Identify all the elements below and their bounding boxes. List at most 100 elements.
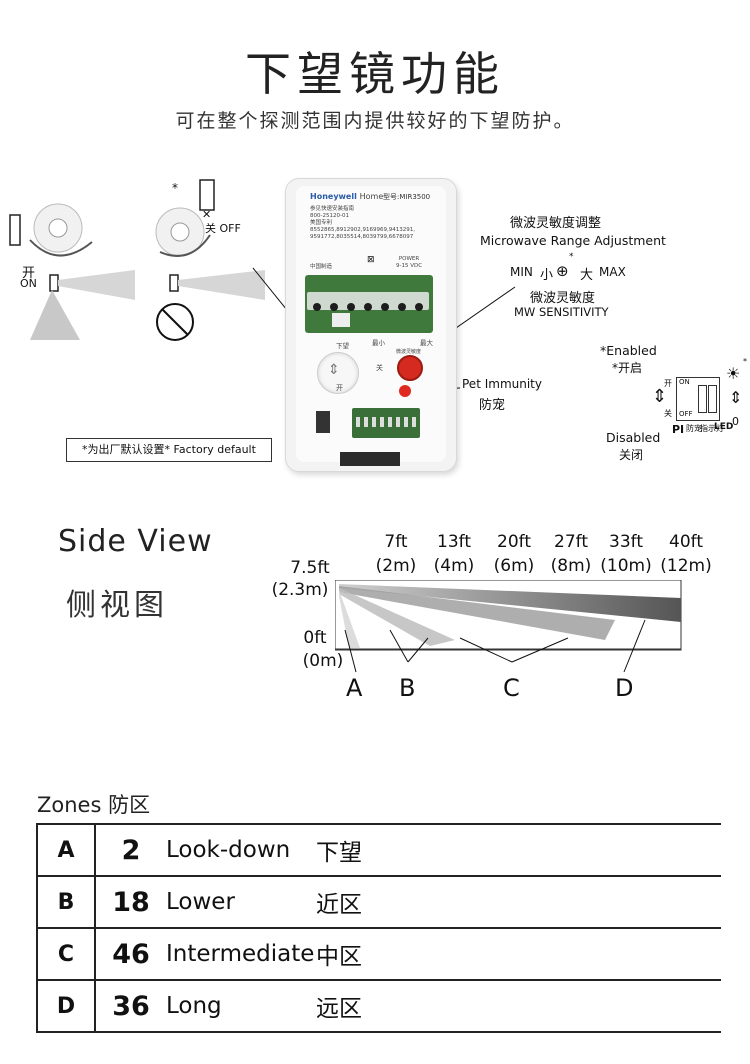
zone-name-cn: 远区: [316, 996, 362, 1022]
dip-switch-bank[interactable]: [352, 408, 420, 438]
distance-ft: 7ft: [384, 532, 408, 552]
distance-ft: 20ft: [497, 532, 531, 552]
device-min-label: 最小: [372, 339, 385, 347]
device-max-label: 最大: [420, 339, 433, 347]
lookdown-mirror-dial[interactable]: [317, 352, 359, 394]
mw-big-cn: 大: [580, 268, 594, 283]
zone-name-en: Lower: [166, 889, 235, 915]
device-mw-label: 微波灵敏度: [396, 349, 422, 355]
mw-title-en: Microwave Range Adjustment: [480, 233, 666, 248]
led-cn-label: 指示灯: [700, 424, 724, 433]
distance-ft: 33ft: [609, 532, 643, 552]
bottom-connector: [340, 452, 400, 466]
enabled-label-cn: *开启: [612, 361, 643, 375]
distance-ft: 27ft: [554, 532, 588, 552]
zone-name-en: Intermediate: [166, 941, 315, 967]
terminal-screw-icon: [415, 303, 423, 311]
zone-name-cn: 近区: [316, 892, 362, 918]
on-label-en: ON: [20, 277, 37, 290]
brand-logo: Honeywell Home: [310, 192, 384, 201]
distance-ft: 40ft: [669, 532, 703, 552]
pi-dip-switch[interactable]: [316, 411, 330, 433]
coverage-diagram: [335, 580, 682, 651]
zone-name-cn: 下望: [316, 840, 362, 866]
terminal-screw-icon: [398, 303, 406, 311]
page-title: 下望镜功能: [245, 47, 505, 101]
pi-label: PI: [672, 423, 685, 436]
factory-default-note: *为出厂默认设置* Factory default: [66, 438, 272, 462]
rotate-arrow-on-icon: [29, 239, 93, 257]
zone-letter: B: [399, 674, 416, 702]
terminal-screw-icon: [330, 303, 338, 311]
side-view-title-en: Side View: [58, 524, 213, 559]
switch-open-cn: 开: [664, 379, 672, 388]
zone-name-en: Look-down: [166, 837, 291, 863]
prohibited-icon: [156, 303, 194, 341]
terminal-screw-icon: [313, 303, 321, 311]
terminal-screw-icon: [381, 303, 389, 311]
switch-on-label: ON: [679, 378, 690, 386]
zone-letter-cell: C: [36, 927, 96, 981]
disabled-label-cn: 关闭: [619, 448, 644, 462]
mw-sens-en: MW SENSITIVITY: [514, 305, 609, 319]
led-updown-arrow-icon: ⇕: [729, 388, 743, 407]
zone-name-en: Long: [166, 993, 222, 1019]
mw-sens-cn: 微波灵敏度: [530, 291, 596, 306]
height-top-m: (2.3m): [271, 580, 329, 600]
distance-ft: 13ft: [437, 532, 471, 552]
power-label: POWER 9-15 VDC: [396, 256, 423, 269]
led-light-icon: ☀: [726, 364, 741, 383]
zone-b-beams: [339, 588, 455, 646]
terminal-screw-icon: [347, 303, 355, 311]
zones-title: Zones 防区: [37, 793, 151, 817]
device-ref-text: 参见快速安装指南 800-25120-01 美国专利 8552865,89129…: [310, 206, 415, 240]
mw-star: *: [569, 252, 574, 262]
height-bottom: 0ft: [303, 628, 327, 648]
device-on-label: 开: [336, 384, 343, 392]
svg-text:✕: ✕: [202, 208, 211, 221]
led-label: LED: [714, 422, 734, 432]
zone-count: 2: [121, 834, 141, 866]
distance-m: (6m): [493, 556, 535, 576]
side-view-title-cn: 侧视图: [66, 588, 168, 623]
device-lookdown-label: 下望: [336, 342, 349, 350]
switch-off-label: OFF: [679, 410, 693, 418]
distance-m: (4m): [433, 556, 475, 576]
mw-knob-icon: ⊕: [556, 262, 569, 280]
zone-count: 46: [112, 938, 150, 970]
qr-code-icon: [332, 313, 350, 327]
mw-min: MIN: [510, 265, 533, 279]
made-in-label: 中国制造: [310, 264, 333, 270]
pet-immunity-en: Pet Immunity: [462, 377, 542, 391]
lookdown-illustration: ✕: [9, 179, 265, 341]
device-off-label: 关: [376, 364, 383, 372]
red-led-icon: [399, 385, 411, 397]
distance-m: (2m): [375, 556, 417, 576]
table-row: B 18 Lower 近区: [36, 875, 721, 929]
pi-updown-arrow-icon: ⇕: [652, 386, 668, 407]
height-bottom-m: (0m): [302, 651, 344, 671]
mw-small-cn: 小: [540, 268, 554, 283]
table-row: C 46 Intermediate中区: [36, 927, 721, 981]
zone-name-cn: 中区: [316, 944, 362, 970]
led-switch-slot: [708, 385, 717, 413]
zone-letter-cell: B: [36, 875, 96, 929]
pi-switch-slot: [698, 385, 707, 413]
no-bin-icon: ⊠: [367, 255, 375, 265]
detector-icon-off: [199, 179, 215, 211]
model-number: 型号:MIR3500: [383, 193, 431, 201]
zone-d-beams: [339, 584, 681, 622]
zone-letter: C: [503, 674, 520, 702]
pet-immunity-cn: 防宠: [479, 398, 506, 413]
distance-m: (12m): [660, 556, 712, 576]
zone-count: 18: [112, 886, 150, 918]
zone-pointer-lines: [344, 619, 646, 673]
distance-m: (10m): [600, 556, 652, 576]
height-top: 7.5ft: [290, 558, 330, 578]
zone-letter: A: [346, 674, 363, 702]
mw-sensitivity-potentiometer[interactable]: [397, 355, 423, 381]
zone-count: 36: [112, 990, 150, 1022]
page-subtitle: 可在整个探测范围内提供较好的下望防护。: [175, 110, 575, 132]
